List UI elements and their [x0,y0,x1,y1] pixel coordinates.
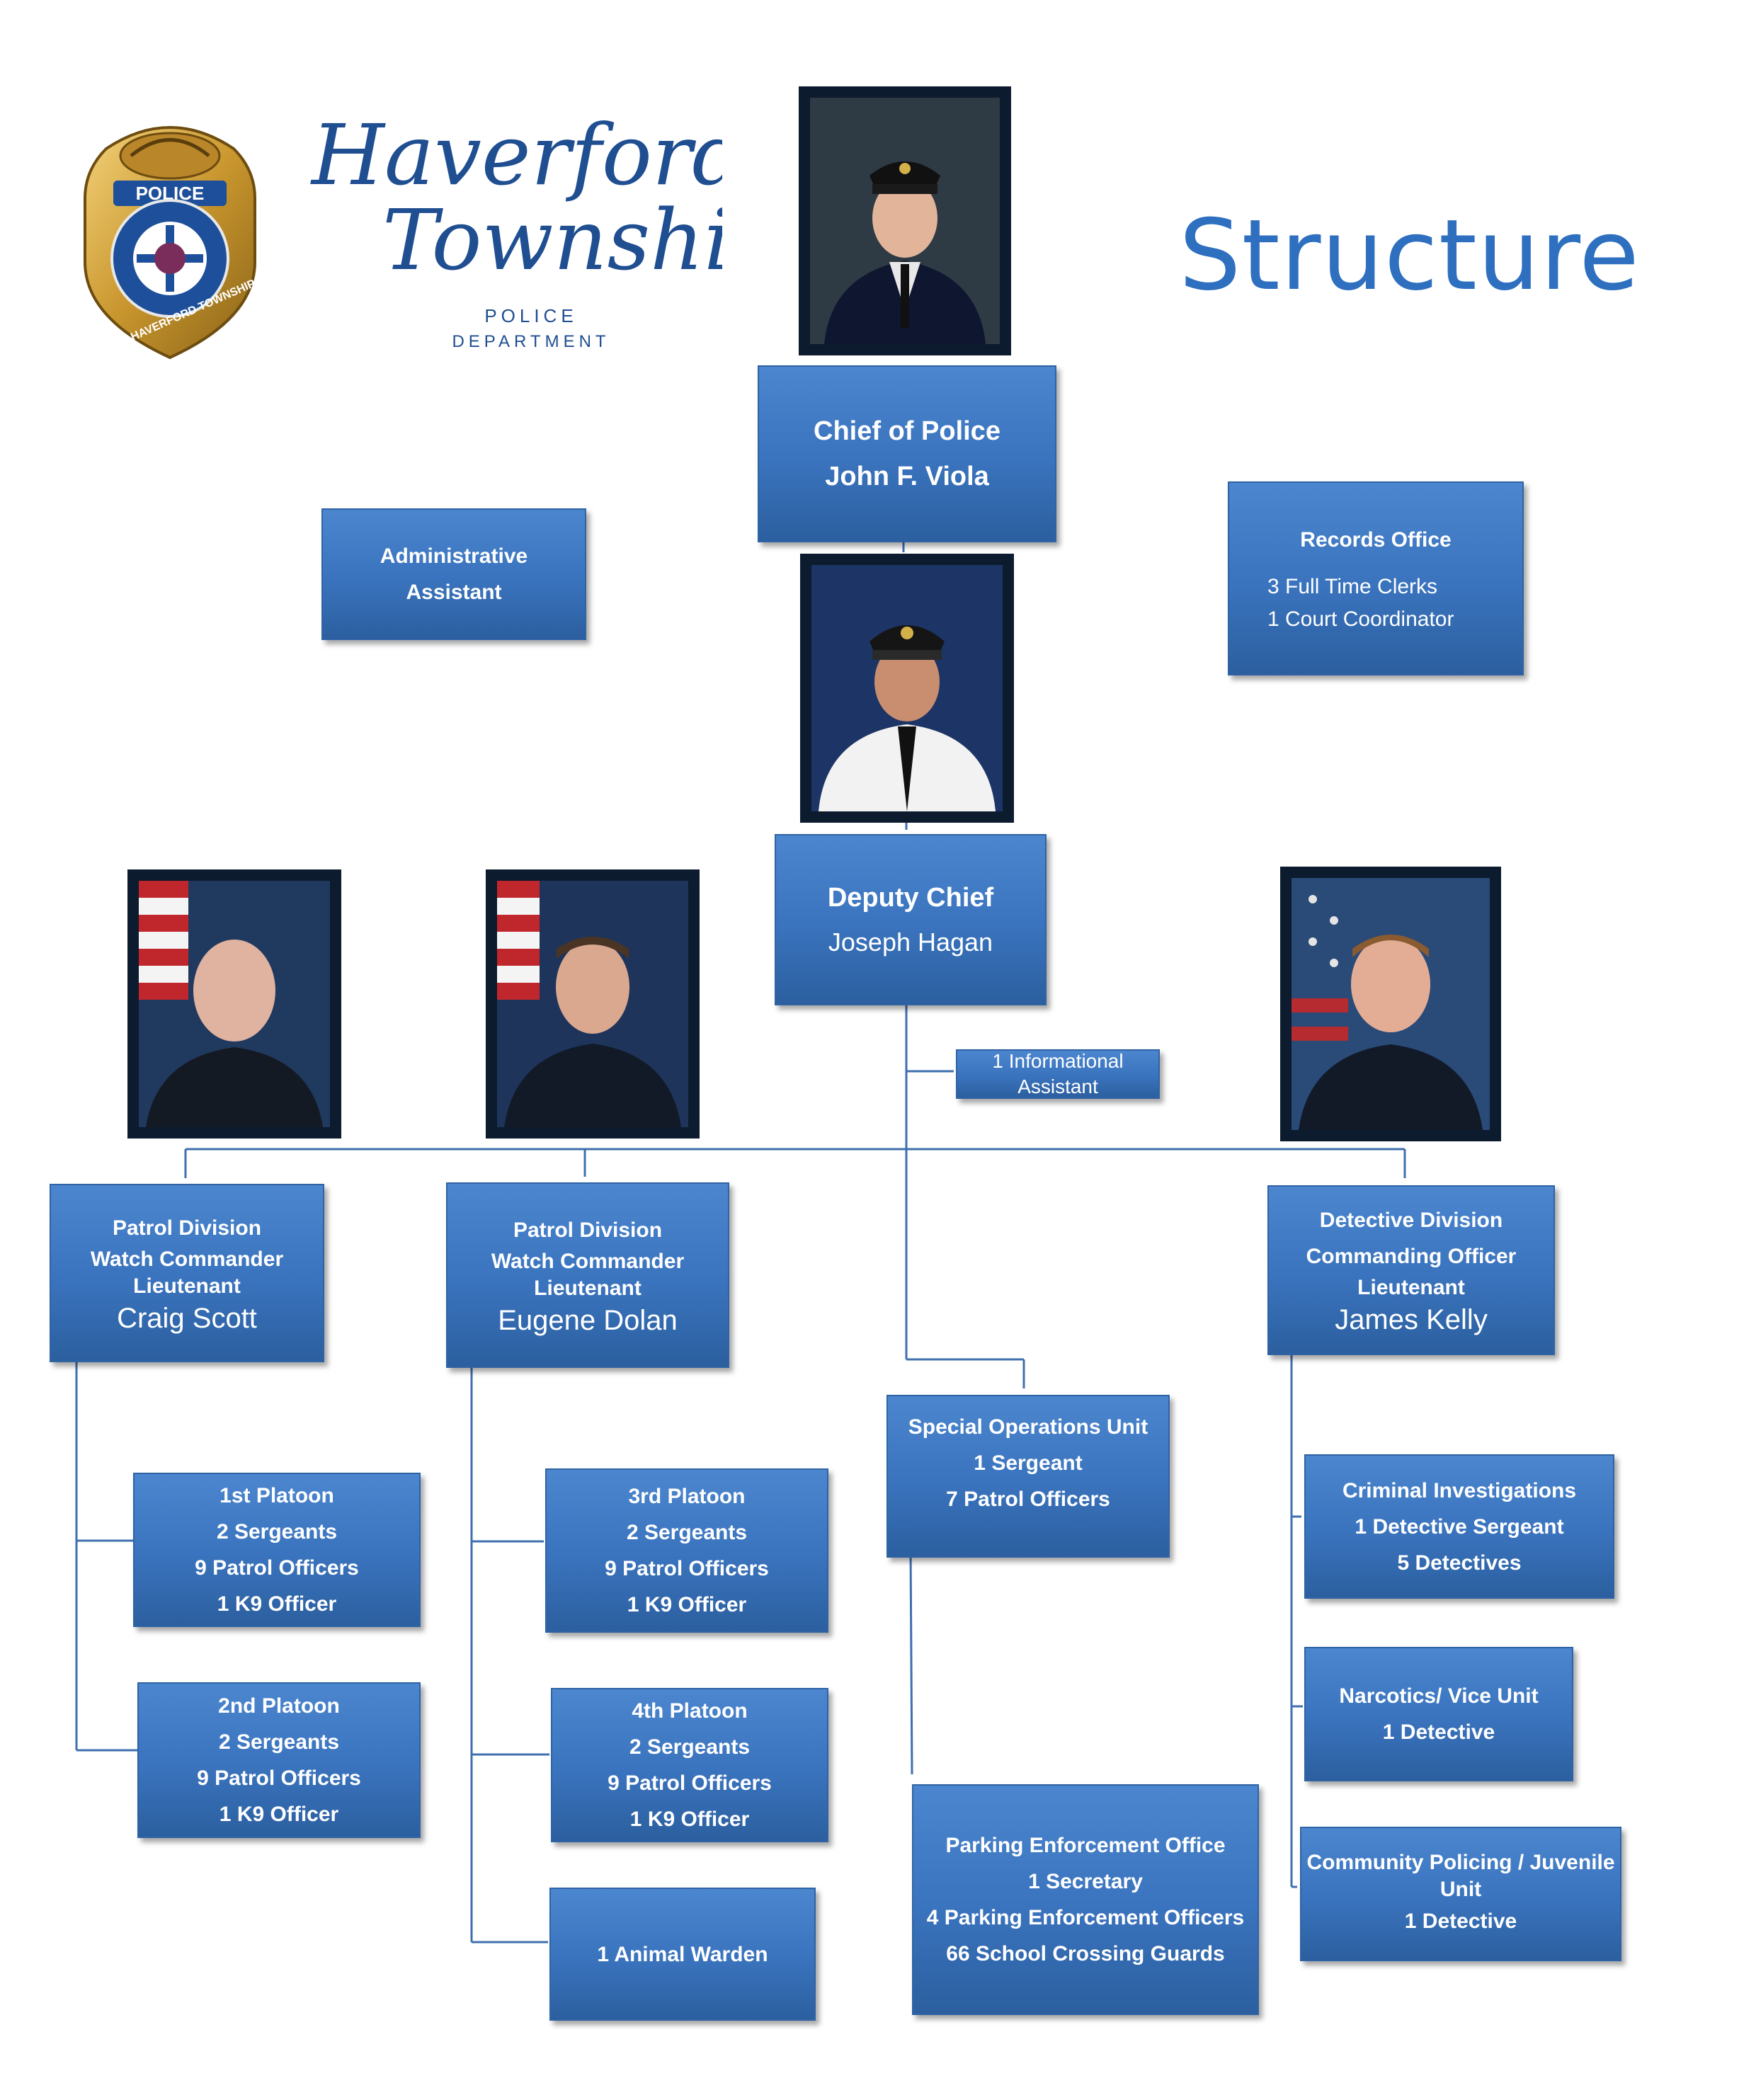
special-operations-box[interactable]: Special Operations Unit 1 Sergeant 7 Pat… [886,1395,1170,1558]
chief-photo [799,86,1011,355]
platoon-4-box[interactable]: 4th Platoon 2 Sergeants 9 Patrol Officer… [551,1688,828,1842]
parking-line-3: 4 Parking Enforcement Officers [927,1900,1244,1936]
admin-assistant-box[interactable]: Administrative Assistant [321,508,586,640]
info-assistant-box[interactable]: 1 Informational Assistant [956,1049,1160,1099]
scott-photo [127,869,341,1139]
community-line-3: 1 Detective [1405,1903,1517,1939]
community-policing-box[interactable]: Community Policing / Juvenile Unit 1 Det… [1300,1827,1621,1961]
platoon-2-line-3: 9 Patrol Officers [197,1760,361,1796]
platoon-4-line-4: 1 K9 Officer [630,1801,749,1837]
detective-line-2: Commanding Officer [1306,1238,1517,1274]
records-line-1: 3 Full Time Clerks [1238,571,1514,603]
criminal-line-1: Criminal Investigations [1342,1473,1576,1509]
scott-line-2: Watch Commander [91,1246,283,1273]
scott-line-1: Patrol Division [113,1210,261,1246]
dolan-name: Eugene Dolan [498,1302,678,1339]
parking-enforcement-box[interactable]: Parking Enforcement Office 1 Secretary 4… [912,1784,1259,2015]
platoon-1-box[interactable]: 1st Platoon 2 Sergeants 9 Patrol Officer… [133,1473,421,1627]
info-line-1: 1 Informational [992,1049,1123,1074]
platoon-3-line-4: 1 K9 Officer [627,1587,746,1623]
admin-line-1: Administrative [380,538,528,574]
records-title: Records Office [1238,522,1514,558]
detective-line-1: Detective Division [1320,1202,1503,1238]
platoon-2-line-4: 1 K9 Officer [219,1796,338,1832]
deputy-chief-box[interactable]: Deputy Chief Joseph Hagan [775,834,1047,1005]
dolan-line-2: Watch Commander [491,1248,684,1275]
narcotics-vice-box[interactable]: Narcotics/ Vice Unit 1 Detective [1304,1647,1573,1781]
svg-text:Township: Township [382,191,722,289]
parking-line-1: Parking Enforcement Office [945,1827,1225,1864]
police-badge-logo: POLICE HAVERFORD TOWNSHIP [78,106,262,361]
chief-box[interactable]: Chief of Police John F. Viola [758,365,1056,542]
special-ops-line-3: 7 Patrol Officers [946,1481,1110,1517]
platoon-1-line-4: 1 K9 Officer [217,1586,336,1622]
special-ops-line-2: 1 Sergeant [974,1445,1082,1481]
platoon-3-line-2: 2 Sergeants [627,1514,747,1551]
platoon-1-line-2: 2 Sergeants [217,1514,337,1550]
platoon-1-line-3: 9 Patrol Officers [195,1550,359,1586]
deputy-chief-photo [800,554,1014,823]
kelly-photo [1280,867,1501,1141]
patrol-division-scott-box[interactable]: Patrol Division Watch Commander Lieutena… [50,1184,324,1362]
deputy-name: Joseph Hagan [828,920,993,964]
platoon-4-line-1: 4th Platoon [632,1693,747,1729]
admin-line-2: Assistant [406,574,501,610]
platoon-2-box[interactable]: 2nd Platoon 2 Sergeants 9 Patrol Officer… [137,1682,421,1838]
info-line-2: Assistant [1017,1074,1098,1100]
platoon-2-line-2: 2 Sergeants [219,1724,339,1760]
animal-warden-line: 1 Animal Warden [597,1936,768,1973]
parking-line-2: 1 Secretary [1028,1864,1143,1900]
community-line-1: Community Policing / Juvenile [1306,1849,1614,1876]
svg-text:POLICE: POLICE [484,305,577,326]
platoon-4-line-3: 9 Patrol Officers [608,1765,772,1801]
parking-line-4: 66 School Crossing Guards [946,1936,1224,1972]
criminal-line-3: 5 Detectives [1397,1545,1521,1581]
dolan-line-1: Patrol Division [513,1212,662,1248]
criminal-investigations-box[interactable]: Criminal Investigations 1 Detective Serg… [1304,1454,1614,1599]
platoon-1-line-1: 1st Platoon [219,1478,334,1514]
chief-name: John F. Viola [825,454,989,499]
records-line-2: 1 Court Coordinator [1238,603,1514,636]
haverford-township-logo: Haverford Township POLICE DEPARTMENT [297,78,722,361]
page-title: Structure [1179,198,1640,312]
narcotics-line-2: 1 Detective [1383,1714,1495,1750]
platoon-3-box[interactable]: 3rd Platoon 2 Sergeants 9 Patrol Officer… [545,1468,828,1633]
platoon-2-line-1: 2nd Platoon [218,1688,340,1724]
community-line-2: Unit [1440,1876,1481,1903]
detective-division-box[interactable]: Detective Division Commanding Officer Li… [1267,1185,1555,1355]
platoon-3-line-1: 3rd Platoon [628,1478,745,1514]
platoon-3-line-3: 9 Patrol Officers [605,1551,769,1587]
dolan-photo [486,869,700,1139]
chief-title: Chief of Police [814,409,1000,454]
platoon-4-line-2: 2 Sergeants [629,1729,750,1765]
patrol-division-dolan-box[interactable]: Patrol Division Watch Commander Lieutena… [446,1182,729,1368]
scott-line-3: Lieutenant [133,1273,241,1300]
scott-name: Craig Scott [117,1300,257,1337]
special-ops-line-1: Special Operations Unit [908,1409,1148,1445]
svg-text:DEPARTMENT: DEPARTMENT [452,332,610,351]
narcotics-line-1: Narcotics/ Vice Unit [1339,1678,1538,1714]
records-office-box[interactable]: Records Office 3 Full Time Clerks 1 Cour… [1228,481,1524,675]
dolan-line-3: Lieutenant [534,1275,642,1302]
animal-warden-box[interactable]: 1 Animal Warden [549,1888,816,2021]
detective-line-3: Lieutenant [1357,1274,1465,1301]
criminal-line-2: 1 Detective Sergeant [1355,1509,1563,1545]
svg-text:Haverford: Haverford [310,106,722,204]
deputy-title: Deputy Chief [828,875,993,920]
detective-name: James Kelly [1335,1301,1488,1338]
